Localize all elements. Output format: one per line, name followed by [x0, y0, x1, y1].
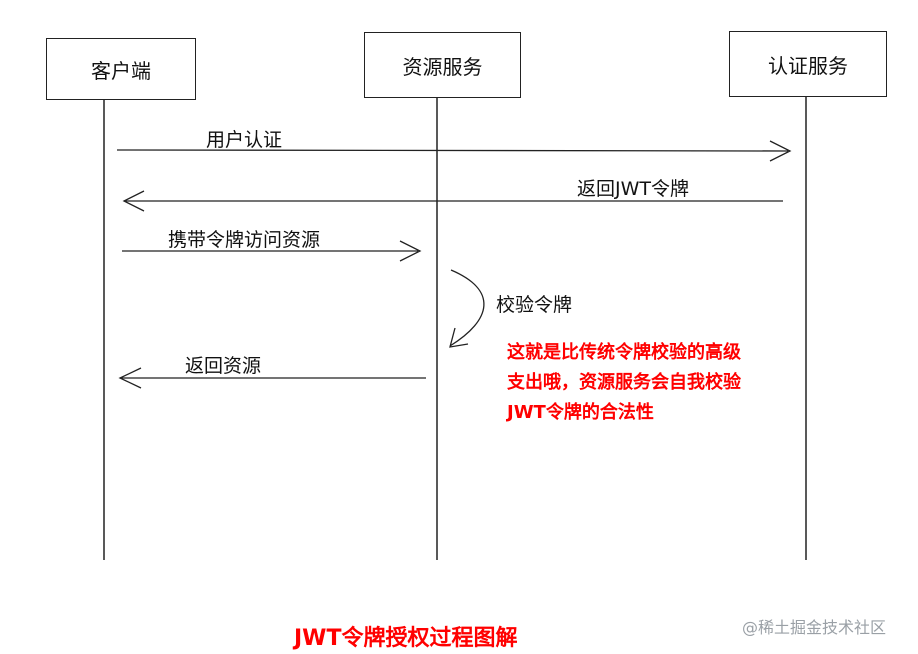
auth-service-box: 认证服务 — [729, 31, 887, 97]
resource-service-label: 资源服务 — [402, 54, 483, 79]
diagram-caption: JWT令牌授权过程图解 — [294, 626, 518, 651]
note-line-3: JWT令牌的合法性 — [507, 402, 654, 423]
note-line-1: 这就是比传统令牌校验的高级 — [507, 342, 741, 363]
message-return-resource: 返回资源 — [185, 355, 262, 377]
arrow-user-auth — [116, 140, 792, 162]
watermark: @稀土掘金技术社区 — [742, 618, 887, 637]
arrow-access-resource — [122, 240, 422, 262]
message-access-with-token: 携带令牌访问资源 — [168, 229, 321, 251]
arrow-verify-token — [449, 269, 485, 348]
message-return-jwt: 返回JWT令牌 — [577, 178, 689, 200]
arrow-return-resource — [118, 367, 426, 389]
red-annotation: 这就是比传统令牌校验的高级 支出哦，资源服务会自我校验 JWT令牌的合法性 — [507, 338, 741, 428]
resource-service-box: 资源服务 — [364, 32, 521, 98]
arrow-return-jwt — [122, 190, 783, 212]
client-label: 客户端 — [91, 58, 151, 83]
message-verify-token: 校验令牌 — [496, 294, 573, 316]
message-user-auth: 用户认证 — [206, 129, 283, 151]
note-line-2: 支出哦，资源服务会自我校验 — [507, 372, 741, 393]
client-box: 客户端 — [46, 38, 196, 100]
auth-service-label: 认证服务 — [768, 53, 848, 78]
